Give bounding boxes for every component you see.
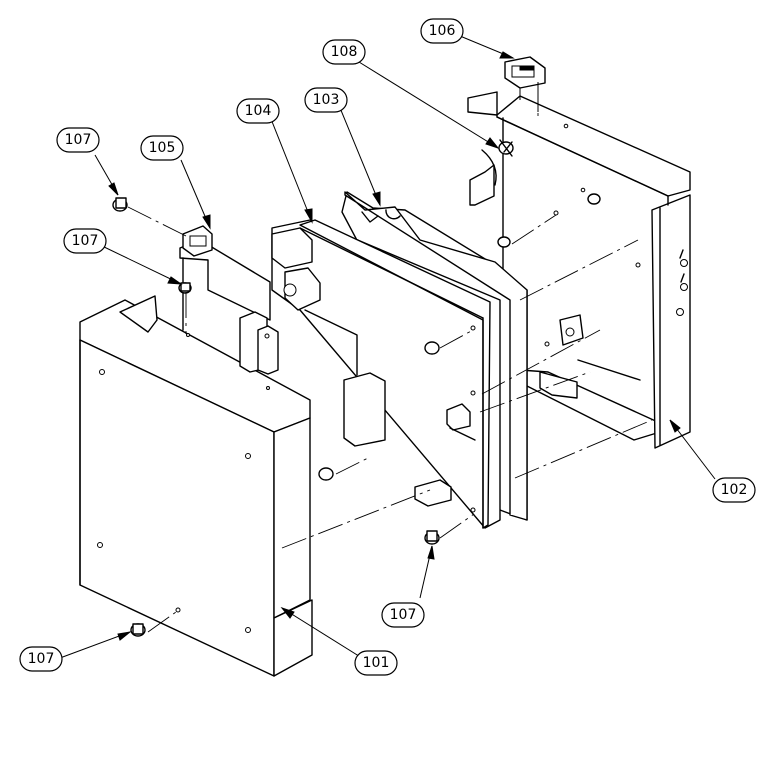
callout-107-left: 107: [63, 228, 107, 254]
screw-107-a: [112, 197, 128, 212]
leader-lines: [59, 35, 716, 664]
callout-106-label: 106: [429, 23, 456, 39]
callout-107-bottom-left: 107: [19, 646, 63, 672]
screw-107-d: [130, 623, 146, 637]
callout-101: 101: [354, 650, 398, 676]
screw-107-c: [424, 530, 440, 545]
callout-107-bottom-center-label: 107: [390, 607, 417, 623]
callout-106: 106: [420, 18, 464, 44]
pcb-part-104: [271, 219, 501, 529]
screw-extra-1: [424, 341, 440, 355]
callout-108: 108: [322, 39, 366, 65]
callout-104: 104: [236, 98, 280, 124]
screw-part-108: [498, 139, 514, 157]
callout-107-top: 107: [56, 127, 100, 153]
connector-part-106: [504, 56, 546, 118]
screw-extra-2: [318, 467, 334, 481]
callout-104-label: 104: [245, 103, 272, 119]
callout-101-label: 101: [363, 655, 390, 671]
screw-extra-4: [587, 193, 601, 205]
callout-107-top-label: 107: [65, 132, 92, 148]
callout-102-label: 102: [721, 482, 748, 498]
callout-107-left-label: 107: [72, 233, 99, 249]
assembly-centerlines: [127, 206, 653, 633]
screw-107-b: [178, 282, 192, 294]
callout-103: 103: [304, 87, 348, 113]
rear-chassis-part-102: [467, 91, 691, 449]
callout-107-bottom-left-label: 107: [28, 651, 55, 667]
front-panel-part-101: [79, 295, 313, 677]
callout-107-bottom-center: 107: [381, 602, 425, 628]
callout-105-label: 105: [149, 140, 176, 156]
callout-108-label: 108: [331, 44, 358, 60]
callout-102: 102: [712, 477, 756, 503]
screws-part-107: [112, 193, 601, 637]
bracket-part-105: [179, 225, 279, 390]
callout-103-label: 103: [313, 92, 340, 108]
screw-extra-3: [497, 236, 511, 248]
callout-105: 105: [140, 135, 184, 161]
